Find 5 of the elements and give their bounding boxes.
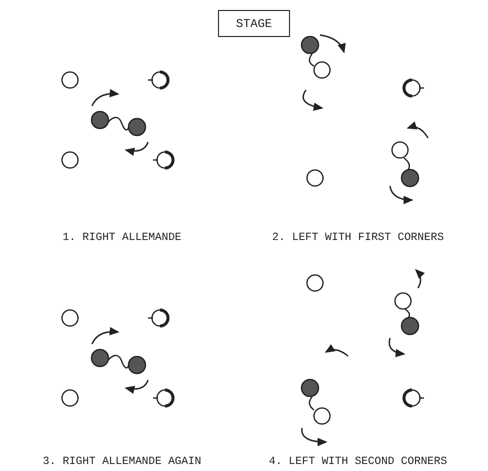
stage-box: STAGE [218, 10, 290, 37]
figure-caption: 4. LEFT WITH SECOND CORNERS [268, 456, 448, 468]
figure-caption: 3. RIGHT ALLEMANDE AGAIN [42, 456, 202, 468]
figure-caption: 1. RIGHT ALLEMANDE [62, 232, 182, 244]
figure-caption: 2. LEFT WITH FIRST CORNERS [272, 232, 444, 244]
